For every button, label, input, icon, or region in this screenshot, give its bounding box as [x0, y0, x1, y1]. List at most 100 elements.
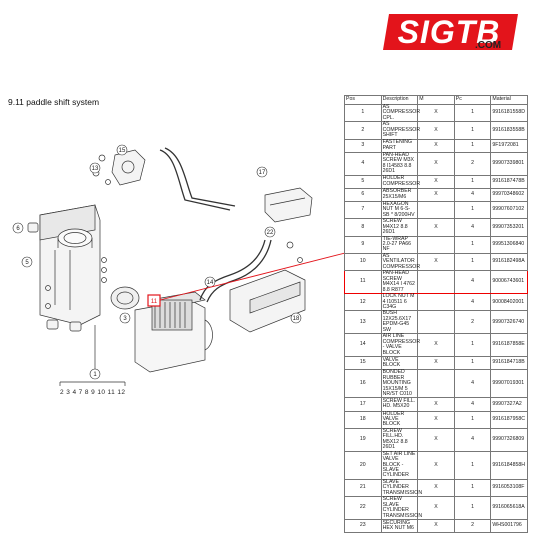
- cell-pc: 1: [453, 121, 492, 140]
- cell-pos: 16: [344, 369, 382, 399]
- svg-text:13: 13: [92, 166, 99, 172]
- svg-text:1: 1: [93, 372, 97, 378]
- cell-mat: 90006743601: [490, 270, 528, 295]
- cell-pc: 2: [453, 519, 492, 533]
- cell-pos: 3: [344, 138, 382, 153]
- cell-desc: AS COMPRESSOR CPL.: [380, 103, 421, 123]
- cell-desc: AS VENTILATOR COMPRESSOR: [380, 252, 421, 272]
- cell-desc: VALVE BLOCK: [380, 356, 419, 371]
- header-material: Material: [490, 95, 528, 105]
- svg-text:11: 11: [151, 299, 158, 305]
- cell-mat: 9F1972081: [490, 138, 528, 153]
- header-m: M: [417, 95, 455, 105]
- cell-desc: HOLDER COMPRESSOR: [380, 174, 421, 189]
- cell-pos: 21: [344, 478, 382, 498]
- cell-desc: SCREW SLAVE CYLINDER TRANSMISSION: [380, 496, 423, 521]
- callout-11-highlighted: 11: [147, 294, 161, 307]
- cell-desc: PAN-HEAD SCREW M3X 8 I14583 8.8 26D1: [380, 151, 419, 176]
- cell-desc: AS COMPRESSOR SHIFT: [380, 121, 421, 140]
- callout-13: 13: [89, 162, 101, 174]
- cell-pc: 4: [453, 397, 492, 412]
- cell-mat: 9916183558B: [490, 121, 528, 140]
- callout-18: 18: [290, 312, 302, 324]
- cell-pos: 8: [344, 218, 382, 237]
- cell-pos: 2: [344, 121, 382, 140]
- cell-pos: 19: [344, 427, 382, 452]
- cell-mat: 9916053108F: [490, 478, 528, 498]
- cell-desc: AIR LINE COMPRESSOR - VALVE BLOCK: [380, 333, 421, 358]
- table-header-row: Pos Description M Pc Material: [344, 95, 528, 105]
- ventilator-drawing: [57, 228, 93, 248]
- cell-desc: FASTENING PART: [380, 138, 419, 153]
- cell-mat: 90008402001: [490, 293, 528, 312]
- cell-mat: 99907019301: [490, 369, 528, 399]
- slave-cylinder-drawing: [264, 187, 313, 223]
- cell-pc: 1: [453, 478, 492, 498]
- cell-pos: 18: [344, 410, 382, 429]
- cell-pc: 1: [453, 138, 492, 153]
- cell-m: X: [417, 333, 455, 358]
- cell-desc: SLAVE CYLINDER TRANSMISSION: [380, 478, 423, 498]
- cell-mat: 99907327A2: [490, 397, 528, 412]
- cell-pc: 1: [453, 174, 492, 189]
- callout-6: 6: [12, 222, 24, 234]
- cell-desc: BONDED RUBBER MOUNTING 15X15/M 5 NR/ST C…: [380, 369, 419, 399]
- cell-m: X: [417, 174, 455, 189]
- cell-desc: BUSH 12X25.6X17 EPDM-G45 SW: [380, 310, 419, 335]
- svg-text:6: 6: [16, 226, 20, 232]
- cell-desc: PAN-HEAD SCREW M4X14 I 4762 8.8 R877: [380, 270, 419, 295]
- cell-m: X: [417, 478, 455, 498]
- cell-mat: 99907326809: [490, 427, 528, 452]
- cell-mat: 99951306840: [490, 235, 528, 254]
- assembly-parts-label: 2 3 4 7 8 9 10 11 12: [60, 389, 126, 396]
- svg-text:3: 3: [123, 316, 127, 322]
- exploded-parts-diagram: 1 5 6 13 14 15 17 18 22 3 11: [12, 144, 345, 386]
- cell-m: X: [417, 252, 455, 272]
- cell-m: X: [417, 397, 455, 412]
- cell-m: [417, 270, 455, 295]
- cell-pos: 23: [344, 519, 382, 533]
- cell-desc: SET AIR LINE VALVE BLOCK - SLAVE CYLINDE…: [380, 450, 419, 480]
- cell-pc: 4: [453, 187, 492, 202]
- callout-5: 5: [21, 256, 33, 268]
- cell-mat: 9916065618A: [490, 496, 528, 521]
- cell-pos: 1: [344, 103, 382, 123]
- cell-pos: 9: [344, 235, 382, 254]
- callout-3: 3: [119, 312, 131, 324]
- cell-m: X: [417, 151, 455, 176]
- cell-mat: 9916184858H: [490, 450, 528, 480]
- cell-m: [417, 310, 455, 335]
- cell-m: [417, 369, 455, 399]
- cell-m: X: [417, 138, 455, 153]
- cell-pos: 15: [344, 356, 382, 371]
- svg-text:5: 5: [25, 260, 29, 266]
- cell-desc: SCREW M4X12 8.8 26D1: [380, 218, 419, 237]
- cell-mat: 9916187478B: [490, 174, 528, 189]
- header-pos: Pos: [344, 95, 382, 105]
- holder-valve-block-drawing: [229, 269, 306, 333]
